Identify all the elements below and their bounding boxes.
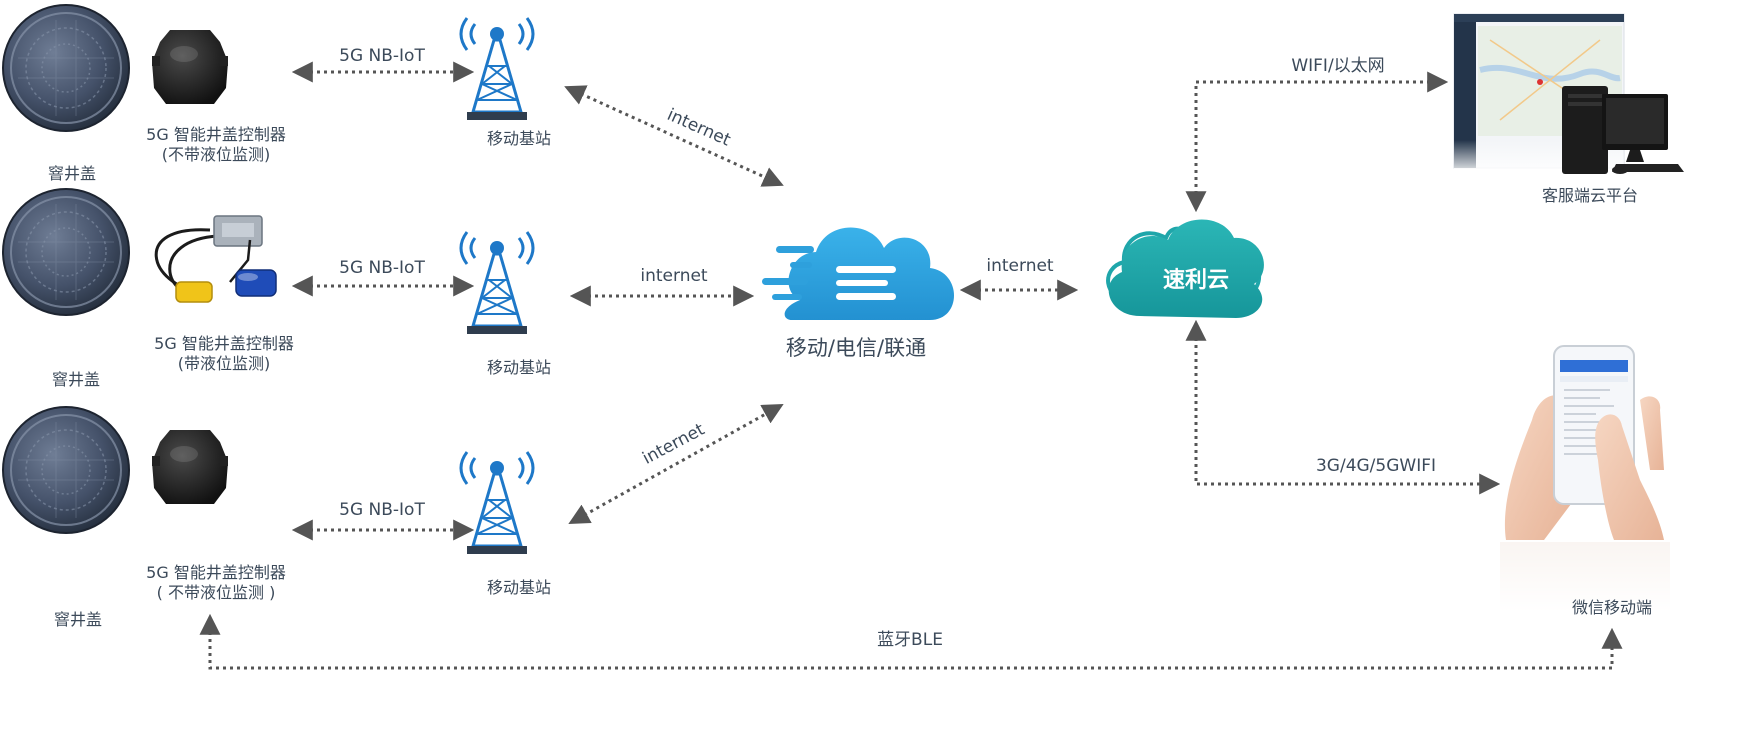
carrier-label: 移动/电信/联通 <box>785 336 927 360</box>
station-label-1: 移动基站 <box>486 129 552 148</box>
connector-lines <box>199 61 1623 670</box>
cover-label-2: 窨井盖 <box>51 370 101 389</box>
link-label-mobile-network: 3G/4G/5GWIFI <box>1315 456 1437 476</box>
link-station-carrier-1 <box>564 85 784 187</box>
base-station-tower-icon-2 <box>459 230 535 336</box>
link-label-nbiot-3: 5G NB-IoT <box>339 500 425 520</box>
controller-image-3 <box>152 430 228 504</box>
base-station-tower-icon-3 <box>459 450 535 556</box>
link-label-bluetooth: 蓝牙BLE <box>877 630 943 650</box>
manhole-cover-image-2 <box>2 188 130 316</box>
station-label-3: 移动基站 <box>486 578 552 597</box>
mobile-label: 微信移动端 <box>1571 598 1653 617</box>
link-cloud-mobile <box>1185 319 1501 495</box>
cover-label-1: 窨井盖 <box>47 164 97 183</box>
carrier-cloud-icon <box>762 227 954 320</box>
manhole-cover-image-1 <box>2 4 130 132</box>
suli-cloud-icon <box>1106 219 1264 318</box>
link-label-internet-cloud: internet <box>986 256 1054 276</box>
controller-label-1: 5G 智能井盖控制器 <box>146 125 286 144</box>
link-label-wifi-ethernet: WIFI/以太网 <box>1291 56 1385 76</box>
controller-with-float-sensor-image <box>154 215 277 303</box>
link-bluetooth <box>199 613 1623 670</box>
link-station-carrier-3 <box>568 403 784 525</box>
controller-image-1 <box>152 30 228 104</box>
station-label-2: 移动基站 <box>486 358 552 377</box>
desktop-computer-icon <box>1562 86 1684 174</box>
platform-label: 客服端云平台 <box>1541 186 1639 205</box>
controller-sublabel-2: (带液位监测) <box>177 354 271 373</box>
phone-in-hand-image <box>1500 345 1670 612</box>
controller-label-2: 5G 智能井盖控制器 <box>154 334 294 353</box>
link-label-nbiot-1: 5G NB-IoT <box>339 46 425 66</box>
link-label-nbiot-2: 5G NB-IoT <box>339 258 425 278</box>
controller-label-3: 5G 智能井盖控制器 <box>146 563 286 582</box>
link-cloud-platform <box>1185 71 1449 213</box>
cover-label-3: 窨井盖 <box>53 610 103 629</box>
controller-sublabel-3: ( 不带液位监测 ) <box>156 583 276 602</box>
manhole-cover-image-3 <box>2 406 130 534</box>
link-label-internet-2: internet <box>640 266 708 286</box>
base-station-tower-icon-1 <box>459 16 535 122</box>
controller-sublabel-1: (不带液位监测) <box>161 145 271 164</box>
suli-cloud-label: 速利云 <box>1162 268 1230 293</box>
